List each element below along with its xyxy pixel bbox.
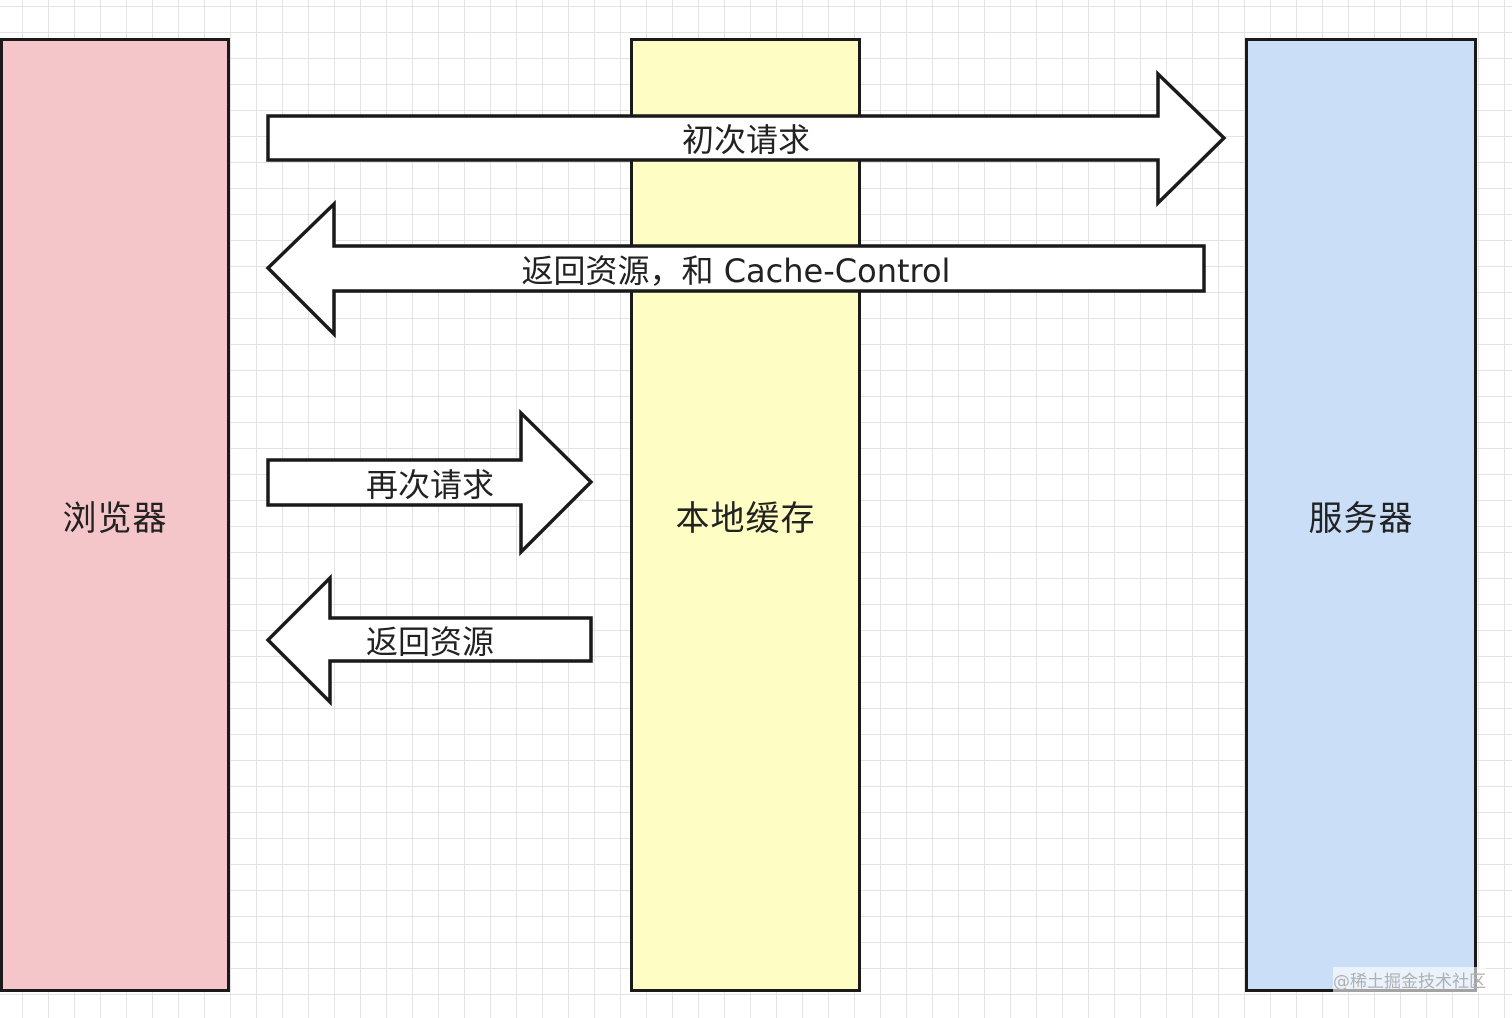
arrow-return-resource-shape	[265, 573, 593, 707]
arrow-return-resource: 返回资源	[265, 573, 593, 707]
browser-node: 浏览器	[0, 38, 230, 992]
server-node: 服务器	[1245, 38, 1477, 992]
arrow-initial-request-label: 初次请求	[682, 121, 810, 159]
local-cache-label: 本地缓存	[675, 498, 816, 539]
local-cache-node: 本地缓存	[630, 38, 861, 992]
arrow-repeat-request: 再次请求	[266, 408, 594, 557]
watermark: @稀土掘金技术社区	[1333, 967, 1486, 992]
browser-label: 浏览器	[62, 498, 168, 539]
arrow-initial-request: 初次请求	[266, 69, 1227, 208]
arrow-return-cache-control: 返回资源，和 Cache-Control	[265, 199, 1206, 339]
arrow-repeat-request-label: 再次请求	[366, 466, 494, 504]
arrow-repeat-request-shape	[266, 408, 594, 557]
arrow-return-resource-label: 返回资源	[366, 623, 494, 661]
arrow-initial-request-shape	[266, 69, 1227, 208]
arrow-return-cache-control-shape	[265, 199, 1206, 339]
arrow-return-cache-control-label: 返回资源，和 Cache-Control	[522, 252, 951, 290]
server-label: 服务器	[1308, 498, 1414, 539]
